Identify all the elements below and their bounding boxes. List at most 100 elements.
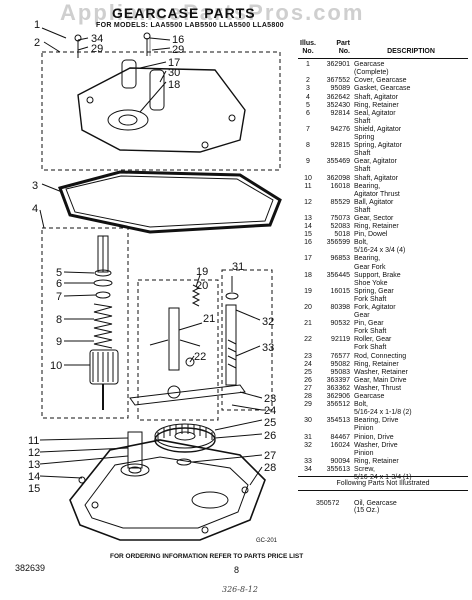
callout-26: 26 xyxy=(264,430,276,442)
cell-part-no: 92119 xyxy=(331,336,350,344)
cell-illus-no: 1 xyxy=(306,61,310,69)
cell-description: Support, Brake Shoe Yoke xyxy=(354,271,401,287)
cell-illus-no: 10 xyxy=(304,174,312,182)
callout-22: 22 xyxy=(194,351,206,363)
cell-description: Spring, Gear Fork Shaft xyxy=(354,287,394,303)
cell-description: Washer, Thrust xyxy=(354,384,402,392)
table-row: 13 75073 Gear, Sector xyxy=(298,215,468,223)
table-row: 18 356445 Support, Brake Shoe Yoke xyxy=(298,272,468,288)
cell-illus-no: 6 xyxy=(306,109,310,117)
cell-illus-no: 28 xyxy=(304,393,312,401)
cell-illus-no: 13 xyxy=(304,214,312,222)
cell-description: Gear, Sector xyxy=(354,214,394,222)
table-row: 16 356599 Bolt, 5/16-24 x 3/4 (4) xyxy=(298,239,468,255)
cell-part-no: 16018 xyxy=(330,182,350,190)
callout-25: 25 xyxy=(264,417,276,429)
cell-part-no: 75073 xyxy=(330,214,350,222)
cell-illus-no: 19 xyxy=(304,287,312,295)
handwritten-note: 326-8-12 xyxy=(222,585,258,594)
parts-table-header: Illus. No. Part No. DESCRIPTION xyxy=(298,40,468,60)
cell-description: Gearcase (Complete) xyxy=(354,61,389,77)
cell-part-no: 95083 xyxy=(330,368,350,376)
cell-illus-no: 22 xyxy=(304,336,312,344)
cell-description: Bearing, Gear Fork xyxy=(354,255,386,271)
callout-30: 30 xyxy=(168,67,180,79)
cell-illus-no: 33 xyxy=(304,457,312,465)
cell-description: Shaft, Agitator xyxy=(354,93,398,101)
cell-description: Bolt, 5/16-24 x 1-1/8 (2) xyxy=(354,401,412,417)
col-illus-no: Illus. No. xyxy=(300,40,316,56)
exploded-parts-diagram: 1 2 34 29 16 29 17 30 18 3 4 5 6 7 8 9 1… xyxy=(28,19,282,541)
table-row: 29 356512 Bolt, 5/16-24 x 1-1/8 (2) xyxy=(298,401,468,417)
cell-illus-no: 29 xyxy=(304,401,312,409)
cell-illus-no: 16 xyxy=(304,239,312,247)
cell-part-no: 355613 xyxy=(326,465,350,473)
callout-29b: 29 xyxy=(172,44,184,56)
cell-part-no: 362642 xyxy=(326,93,350,101)
callout-17: 17 xyxy=(168,57,180,69)
callout-9: 9 xyxy=(56,336,62,348)
callout-24: 24 xyxy=(264,405,276,417)
cell-description: Bolt, 5/16-24 x 3/4 (4) xyxy=(354,239,406,255)
cell-part-no: 94276 xyxy=(330,125,350,133)
cell-illus-no: 14 xyxy=(304,223,312,231)
cell-part-no: 363362 xyxy=(326,384,350,392)
cell-part-no: 356599 xyxy=(326,239,350,247)
cell-part-no: 84467 xyxy=(330,433,350,441)
cell-description: Washer, Retainer xyxy=(354,368,408,376)
cell-part-no: 76577 xyxy=(330,352,350,360)
cell-part-no: 367552 xyxy=(326,77,350,85)
callout-12: 12 xyxy=(28,447,40,459)
callout-1: 1 xyxy=(34,19,40,31)
cell-part-no: 95089 xyxy=(330,85,350,93)
cell-description: Seal, Agitator Shaft xyxy=(354,109,396,125)
col-part-no: Part No. xyxy=(336,40,350,56)
cell-illus-no: 7 xyxy=(306,125,310,133)
callout-21: 21 xyxy=(203,313,215,325)
cell-description: Shaft, Agitator xyxy=(354,174,398,182)
cell-illus-no: 17 xyxy=(304,255,312,263)
cell-description: Cover, Gearcase xyxy=(354,77,407,85)
cell-description: Ring, Retainer xyxy=(354,457,399,465)
callout-27: 27 xyxy=(264,450,276,462)
callout-18: 18 xyxy=(168,79,180,91)
cell-part-no: 363397 xyxy=(326,376,350,384)
callout-20: 20 xyxy=(196,280,208,292)
cell-illus-no: 4 xyxy=(306,93,310,101)
cell-illus-no: 5 xyxy=(306,101,310,109)
cell-part-no: 356445 xyxy=(326,271,350,279)
callout-34: 34 xyxy=(91,33,103,45)
cell-illus-no: 8 xyxy=(306,142,310,150)
cell-description: Gearcase xyxy=(354,393,385,401)
cell-illus-no: 15 xyxy=(304,231,312,239)
cell-part-no: 355469 xyxy=(326,158,350,166)
callout-6: 6 xyxy=(56,278,62,290)
cell-illus-no: 18 xyxy=(304,271,312,279)
callout-15: 15 xyxy=(28,483,40,495)
cell-part-no: 16024 xyxy=(330,441,350,449)
cell-description: Gear, Main Drive xyxy=(354,376,407,384)
cell-part-no: 362906 xyxy=(326,393,350,401)
cell-part-no: 356512 xyxy=(326,401,350,409)
